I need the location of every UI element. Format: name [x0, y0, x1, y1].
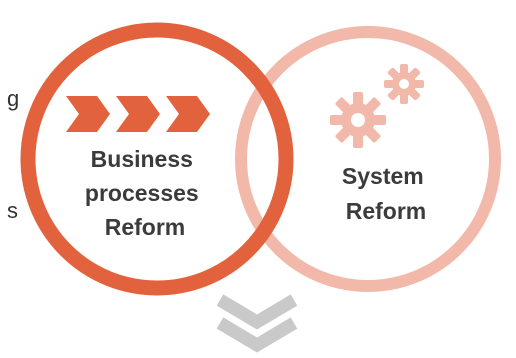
- business-reform-ring: [20, 22, 294, 296]
- business-reform-label-line-2: processes: [85, 180, 199, 206]
- system-reform-ring: [235, 26, 501, 292]
- double-chevron-down-icon: [216, 294, 298, 353]
- system-reform-label-line-2: Reform: [346, 198, 427, 224]
- gears-icon: [330, 64, 424, 148]
- business-reform-label-line-1: Business: [91, 146, 193, 172]
- cropped-text-fragment-bottom: s: [7, 198, 18, 223]
- business-reform-label: Business processes Reform: [85, 146, 205, 240]
- business-reform-label-line-3: Reform: [105, 214, 186, 240]
- system-reform-label: System Reform: [342, 163, 430, 224]
- cropped-text-fragment-top: g: [7, 86, 20, 111]
- chevron-arrows-icon: [66, 96, 210, 132]
- system-reform-label-line-1: System: [342, 163, 424, 189]
